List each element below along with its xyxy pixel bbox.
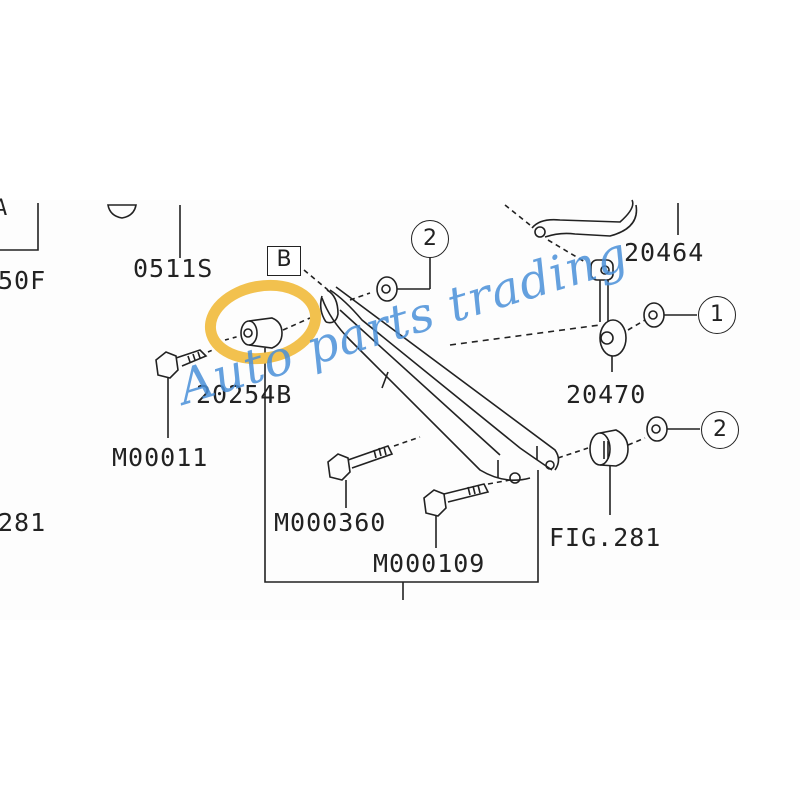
label-20254b: 20254B [196,380,293,409]
label-partial-a: A [0,196,9,221]
highlight-ring-20254B [204,279,322,365]
label-20470: 20470 [566,380,647,409]
partial-box-a-border [0,203,39,251]
callout-circle-2-top: 2 [411,220,449,258]
label-m000109: M000109 [373,549,486,578]
callout-circle-2-bottom: 2 [701,411,739,449]
label-20464: 20464 [624,238,705,267]
label-fig281: FIG.281 [549,523,662,552]
diagram-area [0,200,800,620]
label-0511s: 0511S [133,254,214,283]
label-m00011: M00011 [112,443,209,472]
label-partial-50f: 50F [0,266,47,295]
callout-circle-1: 1 [698,296,736,334]
reference-box-b: B [267,246,301,276]
label-partial-281: 281 [0,508,47,537]
label-m000360: M000360 [274,508,387,537]
